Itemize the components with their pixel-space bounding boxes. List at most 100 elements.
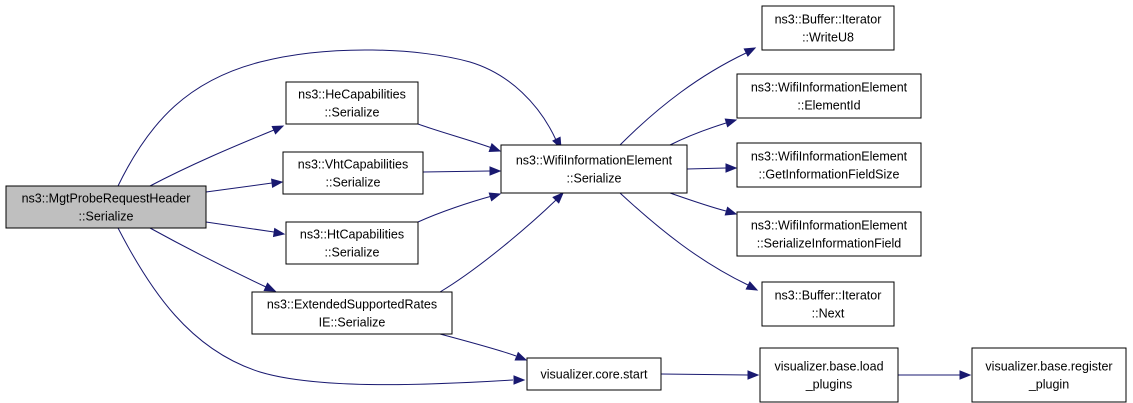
edge-line — [669, 192, 727, 212]
edge-arrowhead — [745, 281, 759, 291]
node-vht[interactable]: ns3::VhtCapabilities::Serialize — [282, 151, 424, 195]
edge-root-he — [149, 125, 285, 187]
node-box[interactable] — [736, 211, 922, 257]
node-label-line: ns3::MgtProbeRequestHeader — [22, 192, 191, 206]
node-label-line: ns3::WifiInformationElement — [516, 154, 673, 168]
node-label-line: ::Serialize — [79, 210, 134, 224]
edge-arrowhead — [724, 206, 738, 216]
edge-arrowhead — [272, 227, 286, 238]
node-box[interactable] — [500, 144, 688, 194]
edge-line — [439, 199, 557, 293]
node-label-line: IE::Serialize — [319, 316, 386, 330]
edge-arrowhead — [743, 47, 757, 57]
node-wie[interactable]: ns3::WifiInformationElement::Serialize — [500, 144, 688, 194]
node-label-line: ns3::WifiInformationElement — [751, 150, 908, 164]
node-load[interactable]: visualizer.base.load_plugins — [759, 347, 899, 403]
node-label-line: _plugin — [1028, 378, 1069, 392]
edge-line — [117, 227, 514, 386]
edge-arrowhead — [263, 282, 277, 292]
edge-arrowhead — [488, 192, 502, 202]
node-label-line: ns3::VhtCapabilities — [298, 158, 408, 172]
node-label-line: ns3::Buffer::Iterator — [775, 289, 882, 303]
edge-vht-wie — [422, 166, 502, 176]
node-ht[interactable]: ns3::HtCapabilities::Serialize — [285, 221, 419, 265]
node-reg[interactable]: visualizer.base.register _plugin — [971, 347, 1127, 403]
node-box[interactable] — [761, 281, 895, 327]
edge-arrowhead — [747, 370, 760, 380]
node-label-line: ::Next — [812, 307, 845, 321]
node-wu8[interactable]: ns3::Buffer::Iterator::WriteU8 — [761, 5, 895, 51]
node-box[interactable] — [251, 291, 453, 335]
node-root[interactable]: ns3::MgtProbeRequestHeader::Serialize — [5, 185, 207, 229]
node-sif[interactable]: ns3::WifiInformationElement::SerializeIn… — [736, 211, 922, 257]
node-label-line: ::ElementId — [797, 99, 860, 113]
edge-line — [669, 122, 727, 146]
edge-arrowhead — [271, 125, 285, 135]
node-label-line: ::SerializeInformationField — [757, 237, 902, 251]
edge-line — [205, 221, 275, 233]
node-he[interactable]: ns3::HeCapabilities::Serialize — [285, 81, 419, 125]
edge-arrowhead — [959, 370, 972, 380]
node-label-line: ::Serialize — [325, 106, 380, 120]
node-label-line: ns3::Buffer::Iterator — [775, 13, 882, 27]
edge-line — [417, 123, 493, 149]
node-label-line: ::Serialize — [567, 172, 622, 186]
node-next[interactable]: ns3::Buffer::Iterator::Next — [761, 281, 895, 327]
edge-wie-wu8 — [619, 47, 757, 146]
node-gifs[interactable]: ns3::WifiInformationElement::GetInformat… — [736, 142, 922, 188]
node-label-line: ::Serialize — [326, 176, 381, 190]
node-box[interactable] — [971, 347, 1127, 403]
edge-wie-sif — [669, 192, 738, 216]
edge-arrowhead — [489, 166, 502, 176]
node-label-line: ns3::WifiInformationElement — [751, 219, 908, 233]
edge-line — [417, 195, 493, 223]
edge-arrowhead — [488, 143, 502, 153]
node-box[interactable] — [282, 151, 424, 195]
edge-arrowhead — [271, 178, 284, 188]
node-label-line: visualizer.base.register — [985, 360, 1112, 374]
node-box[interactable] — [736, 142, 922, 188]
edge-line — [205, 182, 273, 193]
node-label-line: ns3::HtCapabilities — [300, 228, 404, 242]
node-label-line: ns3::HeCapabilities — [298, 88, 406, 102]
edge-wie-gifs — [686, 163, 738, 173]
edge-wie-eid — [669, 118, 738, 146]
edges-layer — [117, 47, 972, 386]
edge-root-vstart — [117, 227, 526, 386]
node-label-line: visualizer.core.start — [541, 368, 649, 382]
edge-load-reg — [898, 370, 972, 380]
node-eid[interactable]: ns3::WifiInformationElement::ElementId — [736, 73, 922, 119]
node-label-line: ns3::WifiInformationElement — [751, 81, 908, 95]
edge-root-ext — [149, 227, 277, 292]
node-box[interactable] — [761, 5, 895, 51]
node-vstart[interactable]: visualizer.core.start — [526, 357, 662, 391]
edge-arrowhead — [552, 192, 564, 204]
edge-line — [619, 52, 747, 146]
edge-wie-next — [619, 192, 759, 291]
node-box[interactable] — [5, 185, 207, 229]
node-box[interactable] — [759, 347, 899, 403]
edge-line — [660, 373, 749, 376]
edge-arrowhead — [514, 351, 528, 361]
edge-line — [686, 167, 727, 170]
edge-ext-vstart — [439, 333, 528, 361]
node-label-line: ::WriteU8 — [802, 31, 854, 45]
edge-vstart-load — [660, 370, 760, 380]
edge-arrowhead — [724, 118, 738, 128]
edge-arrowhead — [513, 375, 526, 385]
node-box[interactable] — [736, 73, 922, 119]
edge-line — [439, 333, 517, 357]
node-box[interactable] — [285, 221, 419, 265]
node-box[interactable] — [526, 357, 662, 391]
edge-ext-wie — [439, 192, 564, 293]
edge-line — [619, 192, 749, 286]
edge-ht-wie — [417, 192, 502, 223]
edge-line — [149, 129, 275, 187]
edge-arrowhead — [725, 163, 738, 173]
node-box[interactable] — [285, 81, 419, 125]
node-label-line: ::Serialize — [325, 246, 380, 260]
node-label-line: visualizer.base.load — [774, 360, 883, 374]
node-label-line: ::GetInformationFieldSize — [758, 168, 899, 182]
